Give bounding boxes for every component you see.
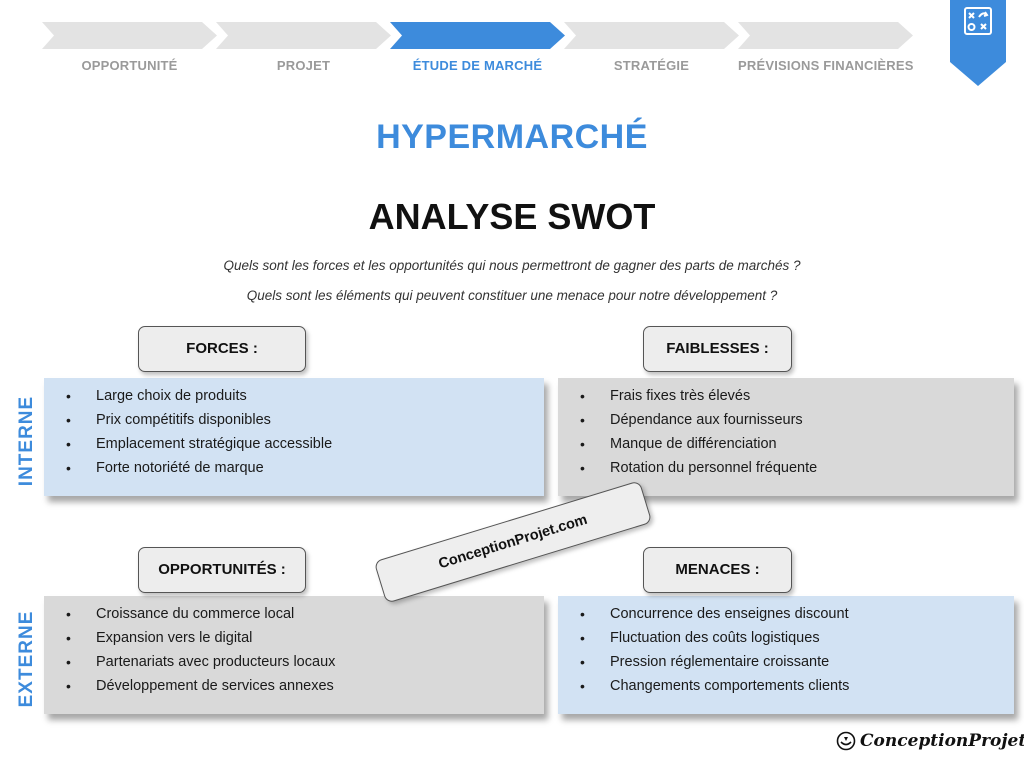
list-item: Large choix de produits bbox=[64, 384, 534, 408]
faiblesses-box: Frais fixes très élevés Dépendance aux f… bbox=[558, 378, 1014, 496]
faiblesses-list: Frais fixes très élevés Dépendance aux f… bbox=[578, 384, 1004, 480]
watermark-link[interactable]: ConceptionProjet.com bbox=[373, 480, 653, 604]
list-item: Concurrence des enseignes discount bbox=[578, 602, 1004, 626]
question-menaces: Quels sont les éléments qui peuvent cons… bbox=[246, 288, 778, 303]
list-item: Expansion vers le digital bbox=[64, 626, 534, 650]
corner-ribbon bbox=[950, 0, 1006, 86]
step-3-arrow[interactable] bbox=[390, 22, 565, 49]
list-item: Croissance du commerce local bbox=[64, 602, 534, 626]
step-5-arrow[interactable] bbox=[738, 22, 913, 49]
menaces-box: Concurrence des enseignes discount Fluct… bbox=[558, 596, 1014, 714]
list-item: Partenariats avec producteurs locaux bbox=[64, 650, 534, 674]
step-1-label[interactable]: OPPORTUNITÉ bbox=[81, 58, 178, 73]
strategy-board-icon bbox=[964, 7, 992, 35]
question-forces: Quels sont les forces et les opportunité… bbox=[223, 258, 801, 273]
list-item: Frais fixes très élevés bbox=[578, 384, 1004, 408]
list-item: Prix compétitifs disponibles bbox=[64, 408, 534, 432]
list-item: Développement de services annexes bbox=[64, 674, 534, 698]
conceptionprojet-logo-icon bbox=[836, 731, 856, 751]
list-item: Fluctuation des coûts logistiques bbox=[578, 626, 1004, 650]
swot-heading: ANALYSE SWOT bbox=[368, 196, 656, 237]
list-item: Rotation du personnel fréquente bbox=[578, 456, 1004, 480]
opportunites-list: Croissance du commerce local Expansion v… bbox=[64, 602, 534, 698]
list-item: Dépendance aux fournisseurs bbox=[578, 408, 1004, 432]
faiblesses-tab: FAIBLESSES : bbox=[643, 326, 792, 372]
footer-logo[interactable]: ConceptionProjet bbox=[836, 728, 1024, 754]
step-2-label[interactable]: PROJET bbox=[276, 58, 331, 73]
logo-text: ConceptionProjet bbox=[860, 731, 1024, 751]
step-5-label[interactable]: PRÉVISIONS FINANCIÈRES bbox=[738, 58, 914, 73]
list-item: Changements comportements clients bbox=[578, 674, 1004, 698]
step-2-arrow[interactable] bbox=[216, 22, 391, 49]
forces-list: Large choix de produits Prix compétitifs… bbox=[64, 384, 534, 480]
opportunites-tab: OPPORTUNITÉS : bbox=[138, 547, 306, 593]
list-item: Manque de différenciation bbox=[578, 432, 1004, 456]
step-4-label[interactable]: STRATÉGIE bbox=[613, 58, 690, 73]
externe-label: EXTERNE bbox=[16, 610, 37, 708]
step-4-arrow[interactable] bbox=[564, 22, 739, 49]
opportunites-box: Croissance du commerce local Expansion v… bbox=[44, 596, 544, 714]
page-title: HYPERMARCHÉ bbox=[376, 118, 648, 156]
menaces-tab: MENACES : bbox=[643, 547, 792, 593]
forces-tab: FORCES : bbox=[138, 326, 306, 372]
menaces-list: Concurrence des enseignes discount Fluct… bbox=[578, 602, 1004, 698]
list-item: Pression réglementaire croissante bbox=[578, 650, 1004, 674]
progress-stepper: OPPORTUNITÉ PROJET ÉTUDE DE MARCHÉ STRAT… bbox=[42, 22, 942, 76]
list-item: Emplacement stratégique accessible bbox=[64, 432, 534, 456]
step-1-arrow[interactable] bbox=[42, 22, 217, 49]
interne-label: INTERNE bbox=[16, 395, 37, 487]
list-item: Forte notoriété de marque bbox=[64, 456, 534, 480]
step-3-label[interactable]: ÉTUDE DE MARCHÉ bbox=[412, 58, 543, 73]
forces-box: Large choix de produits Prix compétitifs… bbox=[44, 378, 544, 496]
